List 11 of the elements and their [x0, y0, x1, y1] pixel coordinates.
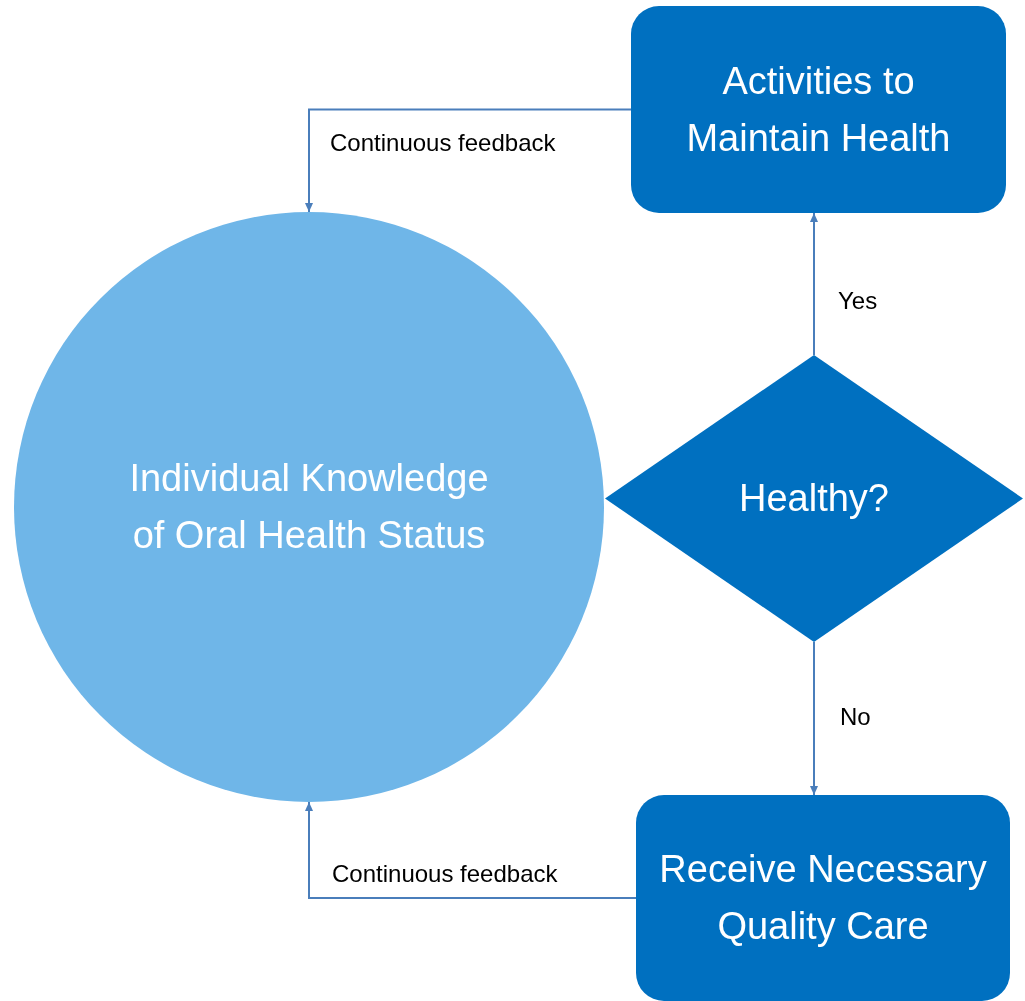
- arrow: [810, 212, 818, 356]
- node-label: Healthy?: [739, 476, 889, 521]
- node-label: Individual Knowledge of Oral Health Status: [128, 456, 490, 558]
- node-label: Receive Necessary Quality Care: [658, 847, 988, 949]
- node-label: Activities to Maintain Health: [685, 58, 952, 161]
- process-box: [636, 795, 1010, 1001]
- decision-diamond: [605, 355, 1023, 642]
- process-box: [631, 6, 1006, 213]
- arrow: [305, 108, 632, 213]
- arrow: [305, 801, 637, 899]
- arrow: [810, 641, 818, 796]
